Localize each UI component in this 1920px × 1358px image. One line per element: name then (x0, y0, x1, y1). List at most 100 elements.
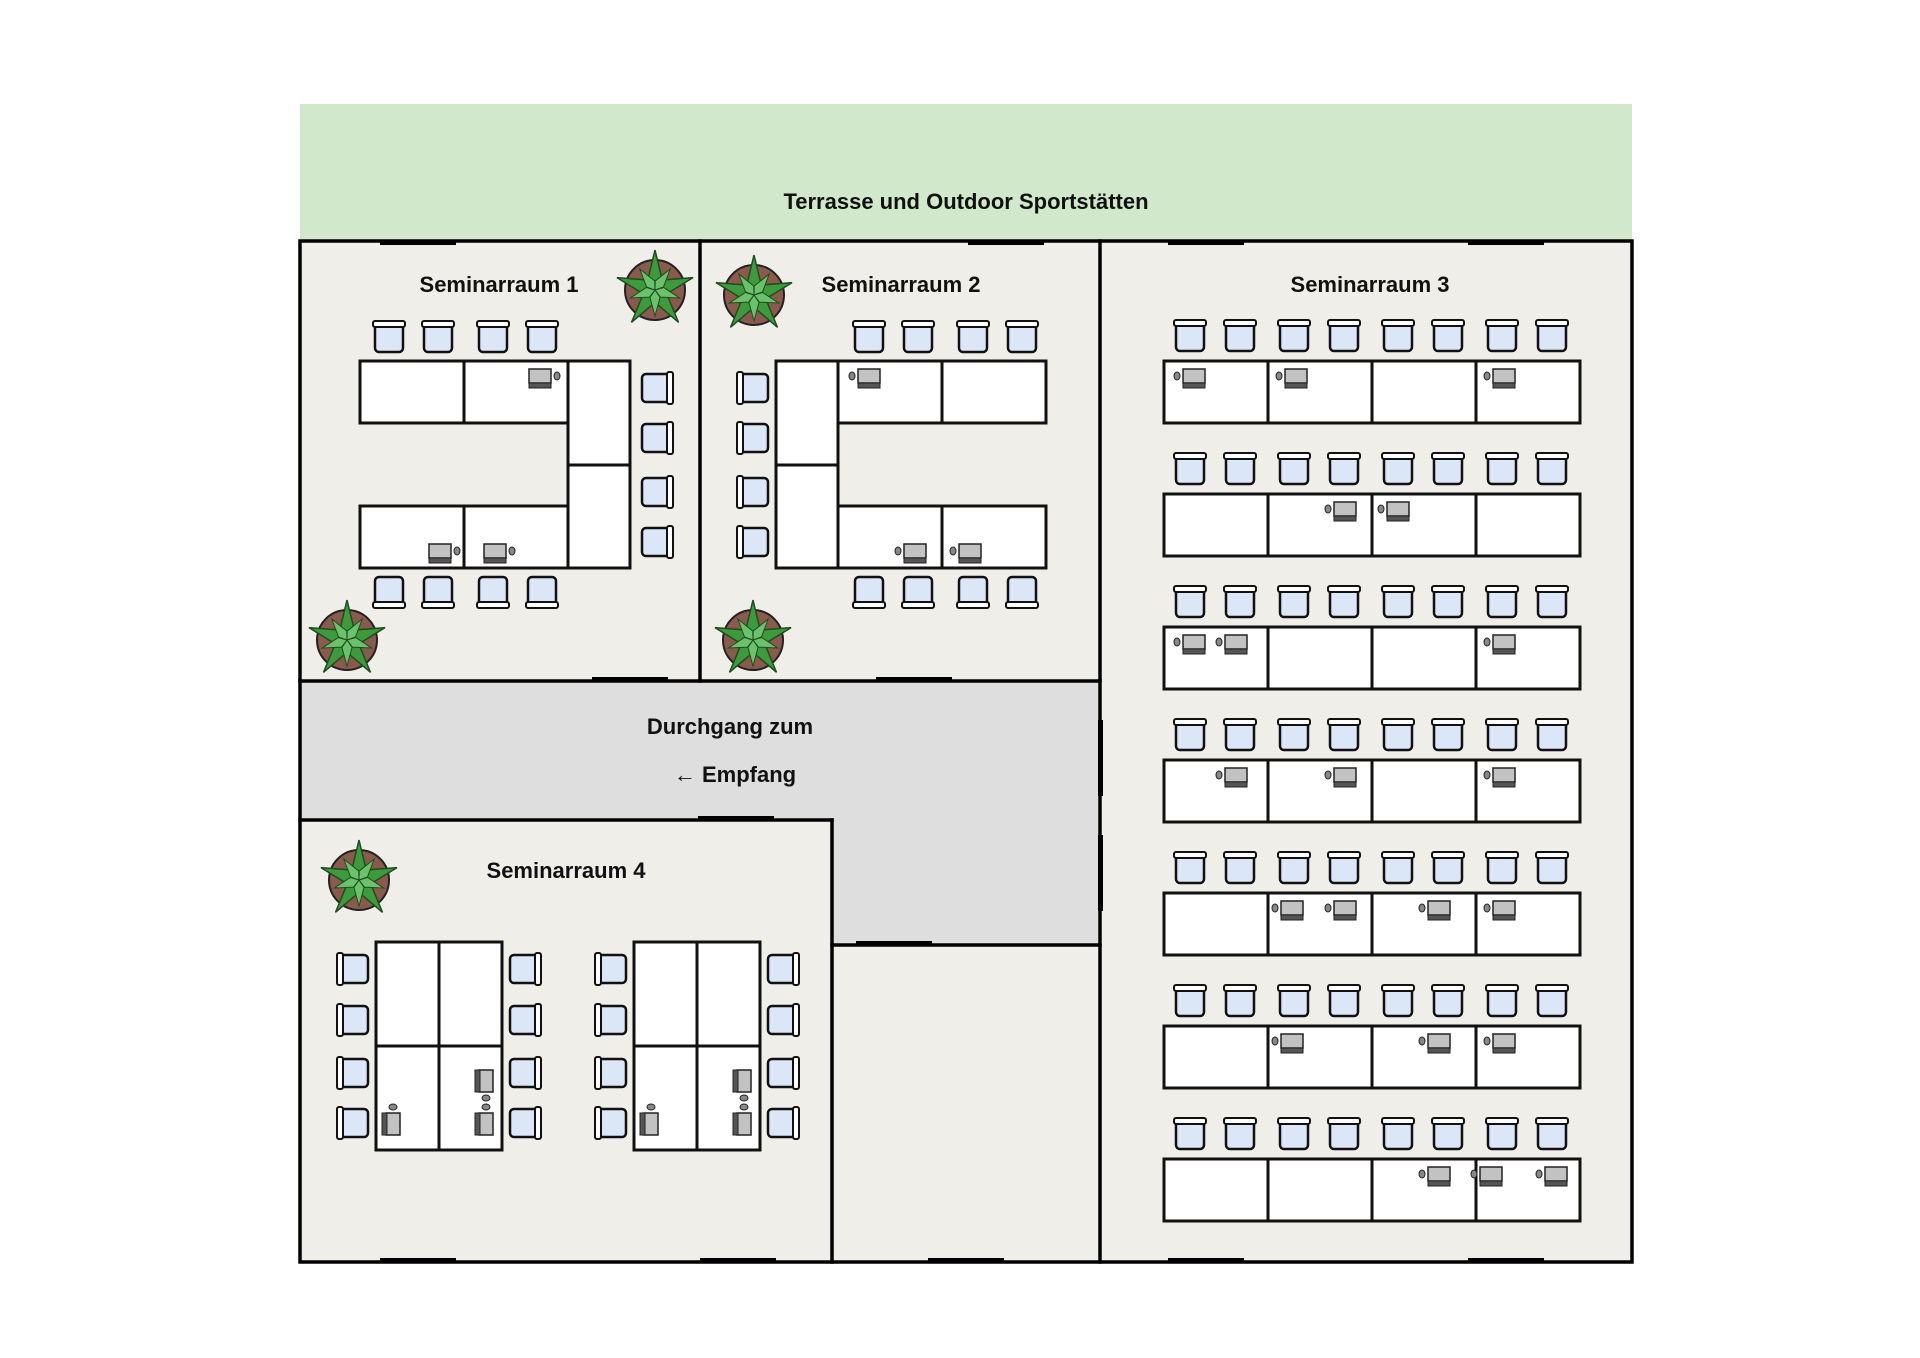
chair-icon (1327, 851, 1361, 885)
chair-icon (901, 320, 935, 354)
table (1162, 758, 1270, 824)
chair-icon (1173, 851, 1207, 885)
laptop-icon (1324, 900, 1357, 921)
table (462, 504, 570, 570)
chair-icon (1381, 585, 1415, 619)
chair-icon (1223, 984, 1257, 1018)
chair-icon (1381, 984, 1415, 1018)
chair-icon (852, 575, 886, 609)
door-opening (856, 941, 932, 946)
door-opening (968, 240, 1044, 245)
table (1162, 492, 1270, 558)
chair-icon (508, 1056, 542, 1090)
chair-icon (766, 1106, 800, 1140)
chair-icon (1535, 851, 1569, 885)
room-3-label: Seminarraum 3 (1291, 272, 1450, 297)
chair-icon (594, 952, 628, 986)
chair-icon (1277, 718, 1311, 752)
chair-icon (1277, 1117, 1311, 1151)
chair-icon (1327, 585, 1361, 619)
table (1474, 891, 1582, 957)
chair-icon (736, 421, 770, 455)
corridor-label-line2: ← Empfang (674, 762, 796, 787)
chair-icon (1223, 319, 1257, 353)
chair-icon (421, 575, 455, 609)
chair-icon (336, 1056, 370, 1090)
chair-icon (508, 952, 542, 986)
chair-icon (640, 371, 674, 405)
chair-icon (736, 371, 770, 405)
chair-icon (640, 525, 674, 559)
table (1266, 1157, 1374, 1223)
room-1-label: Seminarraum 1 (420, 272, 579, 297)
chair-icon (1223, 851, 1257, 885)
laptop-icon (1271, 1033, 1304, 1054)
laptop-icon (1215, 767, 1248, 788)
table (695, 940, 762, 1048)
chair-icon (1173, 1117, 1207, 1151)
chair-icon (336, 952, 370, 986)
laptop-icon (732, 1069, 752, 1102)
plant-icon (320, 839, 398, 913)
laptop-icon (1377, 501, 1410, 522)
laptop-icon (1215, 634, 1248, 655)
table (1474, 1024, 1582, 1090)
chair-icon (1277, 851, 1311, 885)
table (462, 359, 570, 425)
chair-icon (1485, 718, 1519, 752)
laptop-icon (474, 1069, 494, 1102)
chair-icon (736, 475, 770, 509)
chair-icon (766, 952, 800, 986)
chair-icon (1431, 452, 1465, 486)
chair-icon (1485, 1117, 1519, 1151)
chair-icon (1173, 452, 1207, 486)
chair-icon (1431, 319, 1465, 353)
table (1162, 359, 1270, 425)
table (1370, 359, 1478, 425)
chair-icon (956, 575, 990, 609)
chair-icon (1327, 319, 1361, 353)
room-2-label: Seminarraum 2 (822, 272, 981, 297)
table (940, 504, 1048, 570)
laptop-icon (1483, 900, 1516, 921)
table (774, 359, 840, 467)
plant-icon (308, 599, 386, 673)
door-opening (1168, 1258, 1244, 1263)
corridor-floor-extension (832, 820, 1100, 945)
chair-icon (1277, 585, 1311, 619)
plant-icon (715, 254, 793, 328)
corridor-label-line1: Durchgang zum (647, 714, 813, 739)
chair-icon (594, 1106, 628, 1140)
door-opening (876, 677, 952, 682)
chair-icon (1277, 319, 1311, 353)
table (437, 1044, 504, 1152)
door-opening (1468, 240, 1544, 245)
laptop-icon (1271, 900, 1304, 921)
door-opening (380, 240, 456, 245)
door-opening (1098, 835, 1103, 911)
table (566, 463, 632, 570)
chair-icon (1431, 1117, 1465, 1151)
chair-icon (1431, 851, 1465, 885)
laptop-icon (474, 1103, 494, 1136)
chair-icon (766, 1003, 800, 1037)
chair-icon (852, 320, 886, 354)
laptop-icon (1324, 501, 1357, 522)
chair-icon (1485, 319, 1519, 353)
table (1162, 1157, 1270, 1223)
table (1474, 492, 1582, 558)
chair-icon (1535, 452, 1569, 486)
terrace-area (300, 104, 1632, 240)
chair-icon (1535, 585, 1569, 619)
table (1474, 359, 1582, 425)
chair-icon (1173, 718, 1207, 752)
chair-icon (1223, 718, 1257, 752)
chair-icon (1173, 984, 1207, 1018)
laptop-icon (1535, 1166, 1568, 1187)
chair-icon (1173, 585, 1207, 619)
chair-icon (1485, 452, 1519, 486)
chair-icon (1535, 718, 1569, 752)
chair-icon (1485, 585, 1519, 619)
chair-icon (336, 1106, 370, 1140)
chair-icon (1173, 319, 1207, 353)
